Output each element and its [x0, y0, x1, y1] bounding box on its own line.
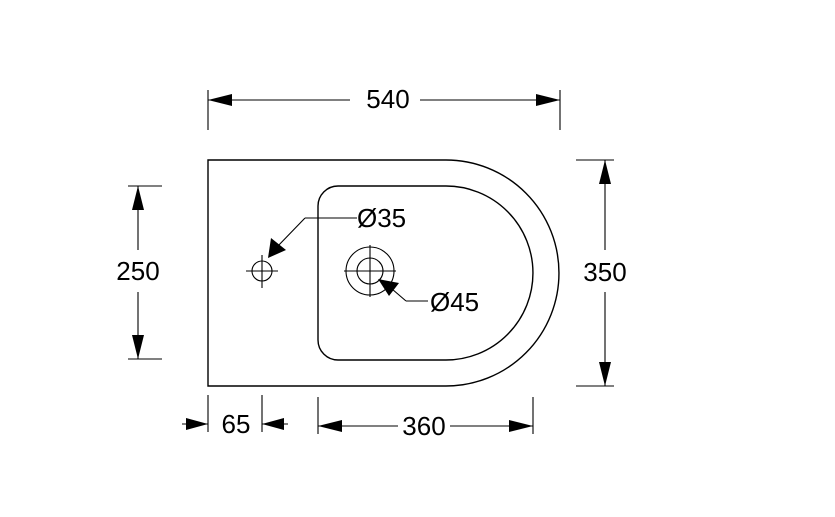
- dimension-label-tap-hole: Ø35: [357, 203, 406, 233]
- dimension-label-65: 65: [222, 409, 251, 439]
- tap-hole: [246, 255, 278, 288]
- bidet-outer-outline: [207, 159, 560, 387]
- dimension-label-540: 540: [366, 84, 409, 114]
- dimension-bottom-offset: 65: [182, 395, 288, 439]
- dimension-right-height: 350: [576, 159, 627, 387]
- leader-tap-hole: Ø35: [268, 203, 406, 258]
- dimension-label-360: 360: [402, 411, 445, 441]
- bowl-inner-outline: [317, 185, 534, 361]
- dimension-label-350: 350: [583, 257, 626, 287]
- dimension-top-width: 540: [207, 84, 561, 130]
- dimension-left-height: 250: [116, 185, 162, 360]
- dimension-label-250: 250: [116, 256, 159, 286]
- dimension-bottom-bowl: 360: [317, 397, 534, 441]
- leader-drain-hole: Ø45: [378, 279, 479, 317]
- dimension-label-drain-hole: Ø45: [430, 287, 479, 317]
- drain-hole: [344, 245, 396, 297]
